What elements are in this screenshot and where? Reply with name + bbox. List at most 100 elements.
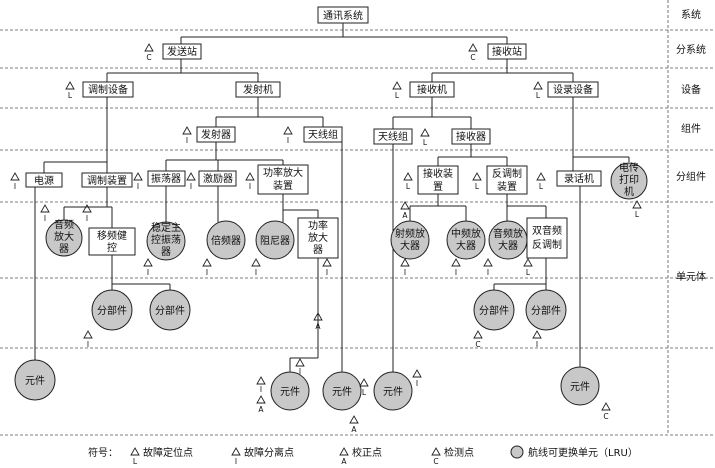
marker-a-part-3: A (349, 415, 359, 434)
antenna-group-tx-label: 天线组 (308, 128, 338, 141)
svg-text:L: L (475, 182, 480, 191)
send-station-label: 发送站 (167, 45, 197, 58)
level-label-equipment: 设备 (681, 83, 701, 96)
marker-l-recorder: L (536, 172, 546, 191)
box-power-amp: 功率 放大 器 (297, 217, 339, 259)
box-recording-equipment: 设录设备 (547, 81, 599, 98)
box-transmitter: 发射机 (235, 81, 281, 98)
lru-damper: 阻尼器 (255, 220, 295, 260)
lru-subassembly-4: 分部件 (525, 289, 567, 331)
lru-part-2: 元件 (270, 371, 310, 411)
marker-c-recv-station: C (468, 43, 478, 62)
demodulation-device-label-2: 装置 (497, 180, 517, 193)
recording-equipment-label: 设录设备 (553, 83, 593, 96)
lru-subassembly-1: 分部件 (91, 289, 133, 331)
legend-c-text: 检测点 (444, 446, 474, 459)
recorder-label: 录话机 (564, 172, 594, 185)
legend-lru-text: 航线可更换单元（LRU） (528, 446, 638, 459)
lru-subassembly-3: 分部件 (473, 289, 515, 331)
svg-text:I: I (487, 268, 489, 277)
subassembly-3-label: 分部件 (479, 304, 509, 317)
part-2-label: 元件 (280, 386, 300, 398)
svg-text:I: I (255, 268, 257, 277)
lru-part-4: 元件 (373, 371, 413, 411)
lru-teleprinter: 电传 打印 机 (610, 161, 648, 200)
marker-l-recording-equipment: L (533, 81, 543, 100)
receiving-device-label-1: 接收装 (423, 167, 453, 180)
svg-text:C: C (603, 412, 608, 421)
transmitter-label: 发射机 (243, 83, 273, 96)
svg-text:I: I (299, 367, 301, 376)
fsk-keying-label-1: 移频健 (97, 229, 127, 242)
svg-text:I: I (186, 136, 188, 145)
marker-l-modulation-equipment: L (65, 81, 75, 100)
box-exciter-group: 发射器 (196, 126, 236, 143)
part-5-label: 元件 (570, 381, 590, 393)
teleprinter-label-3: 机 (624, 185, 634, 198)
level-label-system: 系统 (681, 8, 701, 21)
stable-osc-label-3: 器 (161, 246, 171, 258)
level-label-component: 组件 (681, 122, 701, 135)
marker-i-subassembly-4: I (532, 330, 542, 349)
exciter-group-label: 发射器 (201, 128, 231, 141)
box-antenna-group-tx: 天线组 (303, 126, 343, 143)
svg-text:A: A (351, 425, 357, 434)
part-1-label: 元件 (25, 375, 45, 387)
box-demodulation-device: 反调制 装置 (486, 165, 528, 195)
svg-text:A: A (258, 405, 264, 414)
audio-amp-label-2: 放大 (54, 230, 74, 243)
if-amp-label-1: 中频放 (451, 227, 481, 240)
box-receiver-unit: 接收器 (451, 128, 491, 145)
marker-l-part-3: L (359, 378, 369, 397)
marker-i-antenna-group-tx: I (283, 126, 293, 145)
svg-text:L: L (68, 91, 73, 100)
svg-text:I: I (416, 379, 418, 388)
box-dual-demod: 双音频 反调制 (526, 217, 568, 259)
demodulation-device-label-1: 反调制 (492, 167, 522, 180)
subassembly-2-label: 分部件 (155, 304, 185, 317)
marker-i-multiplier: I (202, 258, 212, 277)
marker-c-send-station: C (144, 43, 154, 62)
marker-i-power-amp-device: I (245, 172, 255, 191)
marker-l-dual-demod: L (523, 258, 533, 277)
box-send-station: 发送站 (162, 43, 202, 60)
box-recorder: 录话机 (556, 170, 602, 187)
teleprinter-label-1: 电传 (619, 161, 639, 174)
stable-osc-label-1: 稳定主 (151, 221, 181, 234)
marker-i-stable-osc: I (143, 258, 153, 277)
modulation-equipment-label: 调制设备 (88, 83, 128, 96)
damper-label: 阻尼器 (260, 235, 290, 247)
svg-text:I: I (147, 268, 149, 277)
svg-text:C: C (475, 340, 480, 349)
legend-i-text: 故障分离点 (244, 446, 294, 459)
box-modulation-equipment: 调制设备 (82, 81, 134, 98)
svg-text:L: L (635, 210, 640, 219)
svg-text:A: A (341, 457, 347, 466)
svg-text:L: L (362, 388, 367, 397)
power-supply-label: 电源 (34, 174, 54, 187)
lru-part-3: 元件 (322, 371, 362, 411)
receiver-label: 接收机 (417, 83, 447, 96)
box-recv-station: 接收站 (487, 43, 527, 60)
box-oscillator: 振荡器 (147, 170, 186, 187)
svg-text:C: C (470, 53, 475, 62)
svg-text:I: I (455, 268, 457, 277)
svg-text:L: L (406, 182, 411, 191)
svg-text:I: I (14, 182, 16, 191)
svg-text:I: I (404, 268, 406, 277)
level-label-subsystem: 分系统 (676, 43, 706, 56)
part-4-label: 元件 (383, 386, 403, 398)
svg-text:I: I (190, 182, 192, 191)
receiver-unit-label: 接收器 (456, 130, 486, 143)
box-modulation-device: 调制装置 (81, 172, 133, 188)
marker-i-rf-amp: I (400, 258, 410, 277)
svg-text:I: I (260, 385, 262, 394)
markers: C C L L L I I L I I I I L L L L I I I I … (10, 43, 642, 434)
svg-text:L: L (539, 182, 544, 191)
lru-part-1: 元件 (14, 359, 56, 401)
power-amp-label-2: 放大 (308, 231, 328, 244)
box-power-amp-device: 功率放大 装置 (257, 164, 309, 195)
audio-amp-rx-label-1: 音频放 (493, 227, 523, 240)
lru-multiplier: 倍频器 (206, 220, 246, 260)
